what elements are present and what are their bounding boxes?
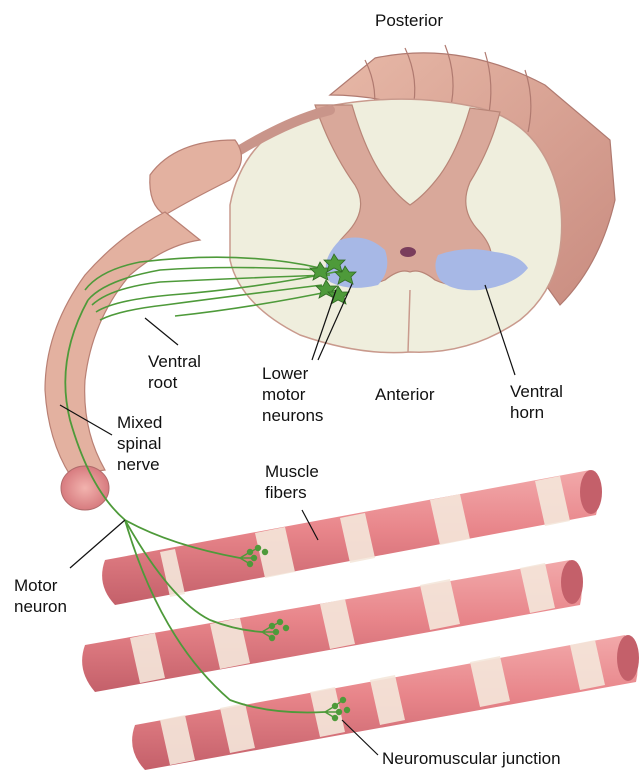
- label-muscle-fibers: Muscle fibers: [265, 461, 319, 503]
- label-neuromuscular-junction: Neuromuscular junction: [382, 748, 561, 769]
- label-anterior: Anterior: [375, 384, 435, 405]
- label-posterior: Posterior: [375, 10, 443, 31]
- label-lower-motor-neurons: Lower motor neurons: [262, 363, 323, 426]
- leader-ventral-root: [145, 318, 178, 345]
- label-mixed-spinal-nerve: Mixed spinal nerve: [117, 412, 162, 475]
- central-canal: [400, 247, 416, 257]
- label-ventral-horn: Ventral horn: [510, 381, 563, 423]
- label-motor-neuron: Motor neuron: [14, 575, 67, 617]
- spinal-cord: [230, 45, 615, 353]
- label-ventral-root: Ventral root: [148, 351, 201, 393]
